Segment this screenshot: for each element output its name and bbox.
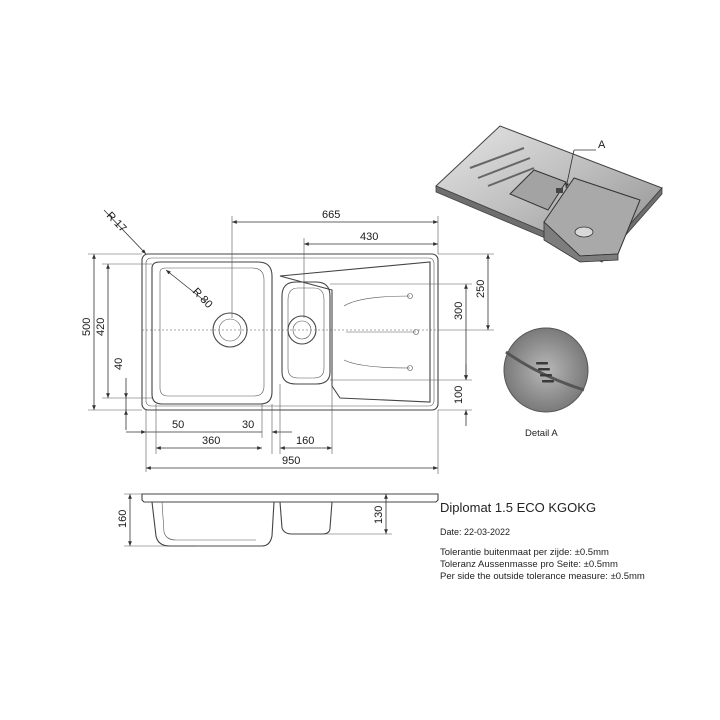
detail-a-label: Detail A bbox=[525, 428, 558, 439]
tolerance-en: Per side the outside tolerance measure: … bbox=[440, 571, 645, 582]
sink-outer-outline bbox=[141, 253, 439, 411]
detail-a-rim bbox=[505, 350, 585, 392]
label-360: 360 bbox=[202, 435, 220, 447]
product-title: Diplomat 1.5 ECO KGOKG bbox=[440, 500, 597, 515]
side-main-bowl-inner bbox=[161, 501, 256, 541]
overflow-slot bbox=[542, 380, 554, 383]
label-depth-160: 160 bbox=[117, 510, 129, 528]
tolerance-nl: Tolerantie buitenmaat per zijde: ±0.5mm bbox=[440, 547, 609, 558]
half-bowl-outline bbox=[281, 281, 331, 385]
overflow-slot bbox=[538, 368, 550, 371]
tolerance-de: Toleranz Aussenmasse pro Seite: ±0.5mm bbox=[440, 559, 618, 570]
label-100: 100 bbox=[453, 386, 465, 404]
drainer-groove-end-1 bbox=[407, 293, 413, 299]
label-500: 500 bbox=[81, 318, 93, 336]
label-r80: R 80 bbox=[190, 286, 215, 311]
iso-half-bowl bbox=[509, 169, 567, 211]
label-250: 250 bbox=[475, 280, 487, 298]
detail-a-view bbox=[503, 327, 589, 413]
label-430: 430 bbox=[360, 231, 378, 243]
drainer-area bbox=[279, 261, 431, 403]
drainer-groove-end-3 bbox=[407, 365, 413, 371]
label-665: 665 bbox=[322, 209, 340, 221]
plan-view bbox=[141, 253, 439, 411]
label-r17: R 17 bbox=[104, 210, 129, 235]
label-950: 950 bbox=[282, 455, 300, 467]
drainer-groove-3 bbox=[343, 359, 411, 369]
detail-a-marker: A bbox=[598, 139, 606, 151]
sink-rim-line bbox=[145, 257, 435, 407]
leader-r17 bbox=[103, 209, 147, 255]
label-300: 300 bbox=[453, 302, 465, 320]
side-view: 160 130 bbox=[117, 493, 439, 547]
iso-groove-1 bbox=[469, 147, 525, 169]
label-160: 160 bbox=[296, 435, 314, 447]
drainer-groove-1 bbox=[343, 295, 411, 307]
label-30: 30 bbox=[242, 419, 254, 431]
iso-groove-3 bbox=[487, 167, 535, 187]
overflow-slot bbox=[536, 362, 548, 365]
half-bowl-inner bbox=[287, 287, 325, 379]
main-bowl-inner bbox=[159, 267, 265, 397]
label-50: 50 bbox=[172, 419, 184, 431]
label-40: 40 bbox=[113, 358, 125, 370]
main-bowl-outline bbox=[151, 261, 273, 405]
iso-groove-2 bbox=[477, 157, 531, 179]
drainer-groove-end-2 bbox=[413, 329, 419, 335]
isometric-view: A bbox=[435, 125, 663, 263]
iso-main-bowl-side bbox=[543, 221, 619, 263]
detail-a-leader bbox=[565, 149, 575, 189]
label-depth-130: 130 bbox=[373, 506, 385, 524]
detail-a-overflow-slots bbox=[536, 362, 554, 383]
side-rim bbox=[141, 493, 439, 503]
overflow-slot bbox=[540, 374, 552, 377]
iso-overflow bbox=[556, 188, 563, 193]
drawing-date: Date: 22-03-2022 bbox=[440, 527, 511, 537]
title-block: Diplomat 1.5 ECO KGOKG Date: 22-03-2022 … bbox=[440, 500, 710, 583]
iso-main-waste bbox=[574, 226, 594, 238]
side-half-bowl bbox=[279, 501, 333, 535]
dimension-lines bbox=[88, 209, 494, 474]
label-420: 420 bbox=[95, 318, 107, 336]
leader-r80 bbox=[165, 269, 207, 303]
